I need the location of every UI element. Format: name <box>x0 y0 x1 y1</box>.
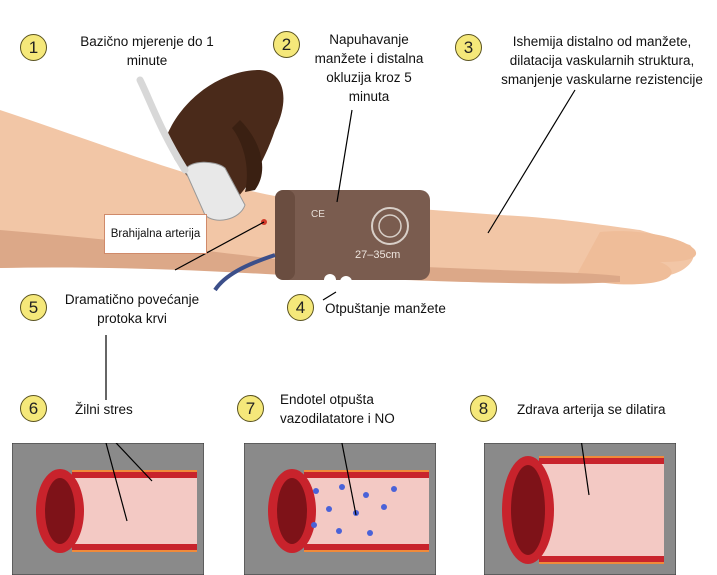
step-4-badge: 4 <box>287 294 314 321</box>
step-5-text: Dramatično povećanje protoka krvi <box>56 290 208 328</box>
step-3-badge: 3 <box>455 34 482 61</box>
vessel-panel-8 <box>484 443 676 575</box>
step-4-text: Otpuštanje manžete <box>325 299 446 318</box>
vessel-panel-6 <box>12 443 204 575</box>
step-5-badge: 5 <box>20 294 47 321</box>
bp-cuff <box>275 190 430 280</box>
step-7-text: Endotel otpušta vazodilatatore i NO <box>280 390 450 428</box>
step-7-badge: 7 <box>237 395 264 422</box>
step-2-text: Napuhavanje manžete i distalna okluzija … <box>307 30 431 106</box>
cuff-size-label: 27–35cm <box>355 246 400 265</box>
step-8-text: Zdrava arterija se dilatira <box>517 400 666 419</box>
vessel-panel-7 <box>244 443 436 575</box>
step-2-badge: 2 <box>273 31 300 58</box>
artery-label: Brahijalna arterija <box>104 214 207 254</box>
step-1-text: Bazično mjerenje do 1 minute <box>72 32 222 70</box>
step-3-text: Ishemija distalno od manžete, dilatacija… <box>492 32 712 89</box>
step-1-badge: 1 <box>20 34 47 61</box>
cuff-mark: CE <box>311 205 325 224</box>
step-6-badge: 6 <box>20 395 47 422</box>
step-8-badge: 8 <box>470 395 497 422</box>
step-6-text: Žilni stres <box>75 400 133 419</box>
